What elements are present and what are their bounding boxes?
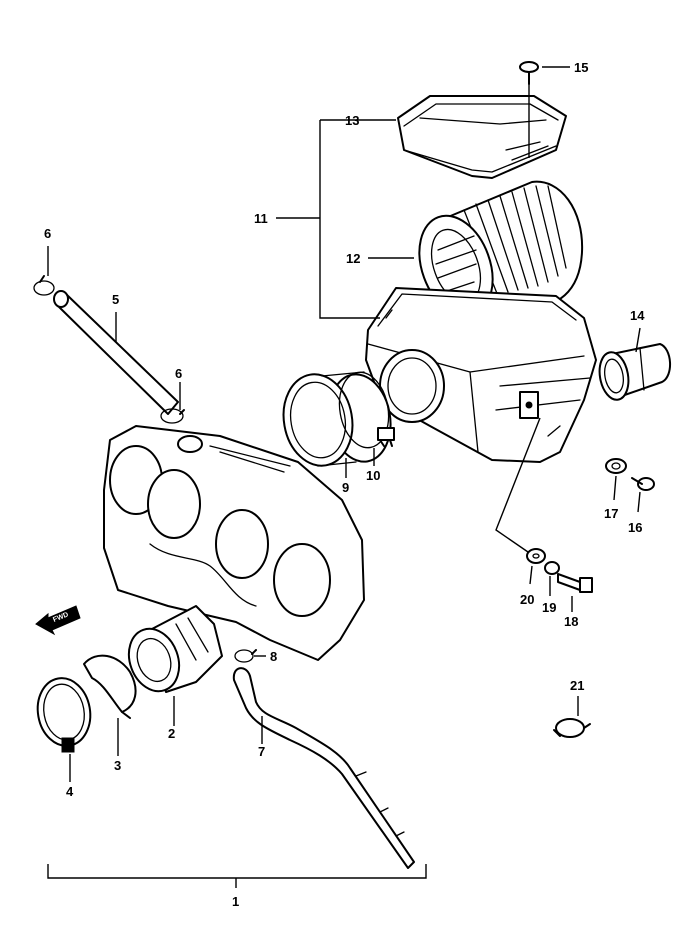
callout-4: 4 xyxy=(66,784,74,799)
screw-16 xyxy=(631,477,655,491)
callout-6a: 6 xyxy=(44,226,51,241)
leader-lines xyxy=(47,66,641,888)
joint-clamp xyxy=(36,677,92,753)
callout-18: 18 xyxy=(564,614,578,629)
callout-5: 5 xyxy=(112,292,119,307)
boot-clamp xyxy=(338,371,395,449)
air-cleaner-cap xyxy=(397,95,567,179)
callout-6b: 6 xyxy=(175,366,182,381)
callout-17: 17 xyxy=(604,506,618,521)
hardware-leader xyxy=(495,417,541,553)
callout-8: 8 xyxy=(270,649,277,664)
callout-13: 13 xyxy=(345,113,359,128)
callout-20: 20 xyxy=(520,592,534,607)
callout-15: 15 xyxy=(574,60,588,75)
callout-1: 1 xyxy=(232,894,239,909)
callout-10: 10 xyxy=(366,468,380,483)
hose-clip-upper xyxy=(33,275,55,296)
drain-hose xyxy=(232,667,415,869)
callout-14: 14 xyxy=(630,308,645,323)
callout-9: 9 xyxy=(342,480,349,495)
callout-numbers: 1 2 3 4 5 6 6 7 8 9 10 11 12 13 14 15 16… xyxy=(44,60,645,909)
carburetor-joint xyxy=(127,605,223,693)
hose-clamp-21 xyxy=(553,718,591,738)
intake-air-box xyxy=(103,425,365,661)
forward-direction-marker: FWD xyxy=(35,605,81,636)
callout-21: 21 xyxy=(570,678,584,693)
washer-17 xyxy=(605,458,627,474)
bolt-18 xyxy=(557,573,593,593)
callout-12: 12 xyxy=(346,251,360,266)
callout-11: 11 xyxy=(254,211,268,226)
washer-20 xyxy=(526,548,546,564)
callout-19: 19 xyxy=(542,600,556,615)
callout-2: 2 xyxy=(168,726,175,741)
drain-hose-clip xyxy=(234,649,257,663)
washer-19 xyxy=(544,561,560,575)
callout-7: 7 xyxy=(258,744,265,759)
callout-3: 3 xyxy=(114,758,121,773)
cap-screw xyxy=(519,61,539,158)
hose-clip-lower xyxy=(160,408,185,424)
callout-16: 16 xyxy=(628,520,642,535)
spring-band xyxy=(83,654,137,719)
outlet-tube xyxy=(598,343,671,401)
breather-hose xyxy=(53,290,179,415)
air-cleaner-case xyxy=(365,287,597,463)
